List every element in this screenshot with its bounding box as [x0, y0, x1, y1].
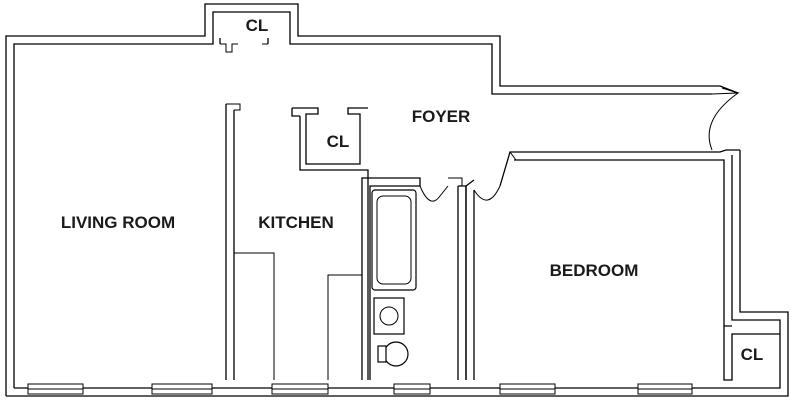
bathroom: [361, 177, 467, 380]
kitchen-counters: [234, 252, 362, 380]
bedroom-label: BEDROOM: [550, 261, 639, 280]
closet-right-label: CL: [741, 345, 764, 364]
entry-door: [708, 87, 740, 151]
kitchen-label: KITCHEN: [258, 213, 334, 232]
windows: [27, 383, 693, 395]
wall-living-kitchen: [225, 103, 241, 380]
closet-top: [219, 38, 269, 53]
living-room-label: LIVING ROOM: [61, 213, 175, 232]
closet-mid: [291, 107, 369, 380]
closet-right: [723, 326, 780, 381]
closet-mid-label: CL: [327, 132, 350, 151]
closet-top-label: CL: [246, 16, 269, 35]
foyer-label: FOYER: [412, 107, 471, 126]
bathroom-door: [419, 185, 449, 202]
wall-foyer-bedroom: [465, 149, 740, 380]
